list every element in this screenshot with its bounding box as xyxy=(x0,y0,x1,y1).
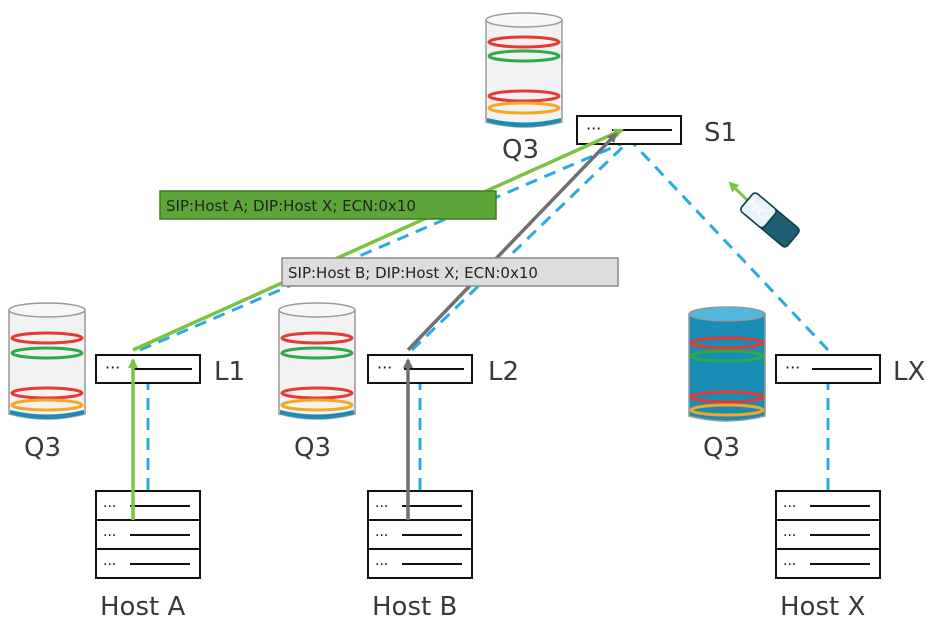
queue-s1-label: Q3 xyxy=(502,135,539,165)
switch-lx-label: LX xyxy=(893,357,925,387)
flow-a-path xyxy=(128,128,624,520)
link-l1-s1 xyxy=(139,138,631,352)
svg-text:···: ··· xyxy=(375,528,388,544)
link-l2-s1 xyxy=(410,138,632,352)
switch-l1[interactable]: ··· xyxy=(95,354,201,384)
switch-l2[interactable]: ··· xyxy=(367,354,473,384)
pfc-frame: PFC xyxy=(728,181,800,248)
svg-text:···: ··· xyxy=(783,528,796,544)
flow-a-tag-text: SIP:Host A; DIP:Host X; ECN:0x10 xyxy=(166,197,416,215)
flow-a-tag: SIP:Host A; DIP:Host X; ECN:0x10 xyxy=(159,190,497,220)
flow-b-l2-to-s1 xyxy=(406,132,618,352)
host-b-label: Host B xyxy=(372,592,457,621)
queue-lx-label: Q3 xyxy=(703,433,740,463)
svg-text:···: ··· xyxy=(783,499,796,515)
svg-text:···: ··· xyxy=(375,557,388,573)
switch-s1-label: S1 xyxy=(704,118,737,148)
switch-s1[interactable]: ··· xyxy=(576,115,682,145)
switch-l1-label: L1 xyxy=(214,357,245,387)
host-x-label: Host X xyxy=(780,592,865,621)
svg-text:···: ··· xyxy=(103,499,116,515)
flow-b-path xyxy=(403,132,618,520)
svg-text:···: ··· xyxy=(375,499,388,515)
queue-s1 xyxy=(485,12,563,128)
svg-text:···: ··· xyxy=(103,528,116,544)
queue-lx xyxy=(688,306,766,422)
switch-l2-label: L2 xyxy=(488,357,519,387)
svg-text:···: ··· xyxy=(377,358,392,377)
queue-l1-label: Q3 xyxy=(24,433,61,463)
svg-text:···: ··· xyxy=(103,557,116,573)
host-a-label: Host A xyxy=(100,592,185,621)
flow-a-l1-to-s1 xyxy=(132,128,624,352)
host-a-server[interactable]: ··· ··· ··· xyxy=(95,490,201,579)
flow-b-tag-text: SIP:Host B; DIP:Host X; ECN:0x10 xyxy=(288,264,538,282)
queue-l2 xyxy=(278,302,356,420)
svg-text:···: ··· xyxy=(785,358,800,377)
svg-text:···: ··· xyxy=(783,557,796,573)
svg-text:···: ··· xyxy=(105,358,120,377)
svg-text:···: ··· xyxy=(586,119,601,138)
flow-b-tag: SIP:Host B; DIP:Host X; ECN:0x10 xyxy=(281,257,619,287)
link-lx-s1 xyxy=(628,138,830,352)
host-x-server[interactable]: ··· ··· ··· xyxy=(775,490,881,579)
queue-l2-label: Q3 xyxy=(294,433,331,463)
host-b-server[interactable]: ··· ··· ··· xyxy=(367,490,473,579)
switch-lx[interactable]: ··· xyxy=(775,354,881,384)
queue-l1 xyxy=(8,302,86,420)
links xyxy=(139,138,830,490)
